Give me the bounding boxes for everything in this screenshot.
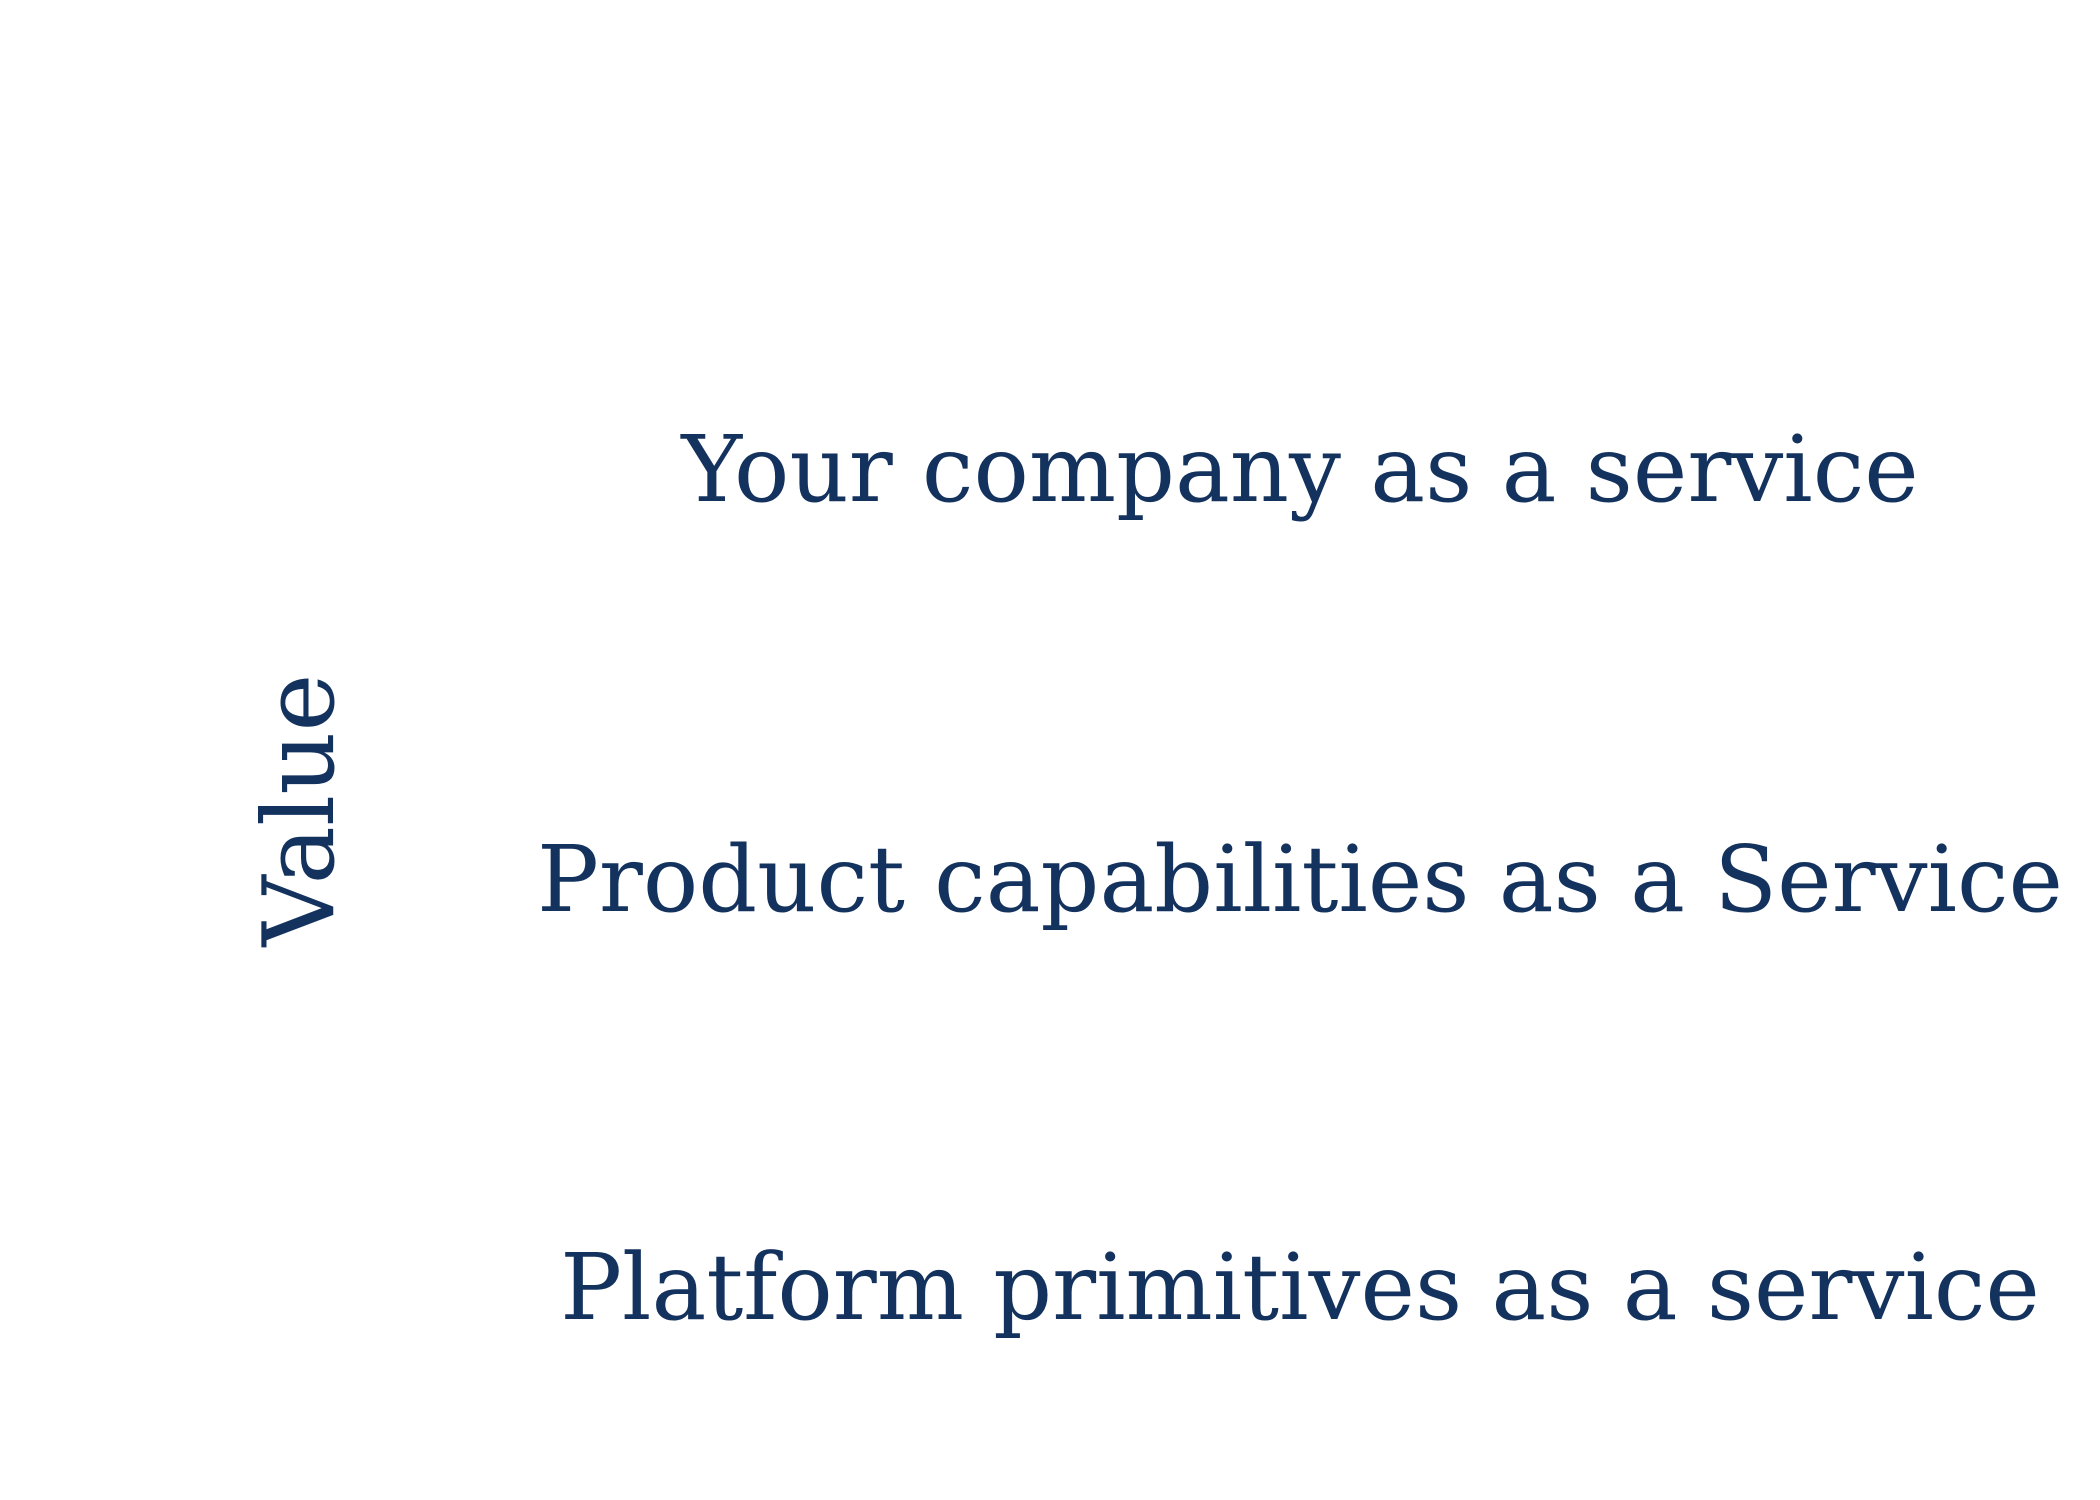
tier-company-as-a-service: Your company as a service <box>681 416 1919 523</box>
value-axis-label: Value <box>243 673 357 947</box>
tier-platform-primitives-as-a-service: Platform primitives as a service <box>560 1234 2040 1341</box>
tier-product-capabilities-as-a-service: Product capabilities as a Service <box>537 826 2063 933</box>
